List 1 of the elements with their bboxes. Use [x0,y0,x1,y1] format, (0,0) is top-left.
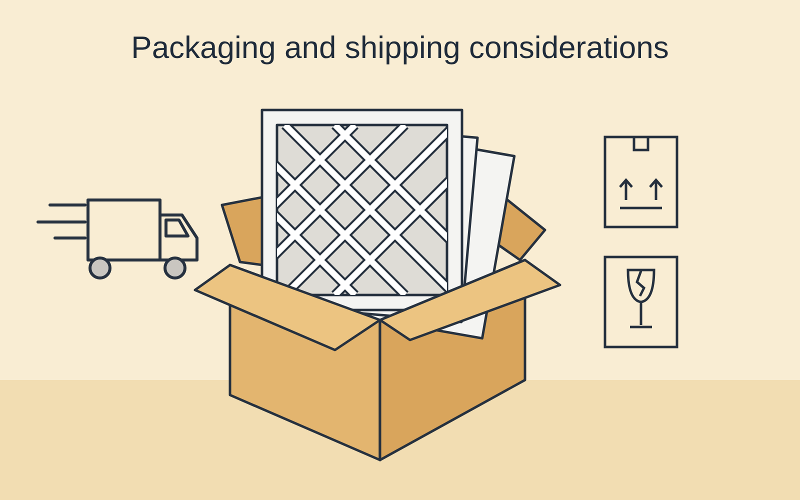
title: Packaging and shipping considerations [130,30,670,66]
